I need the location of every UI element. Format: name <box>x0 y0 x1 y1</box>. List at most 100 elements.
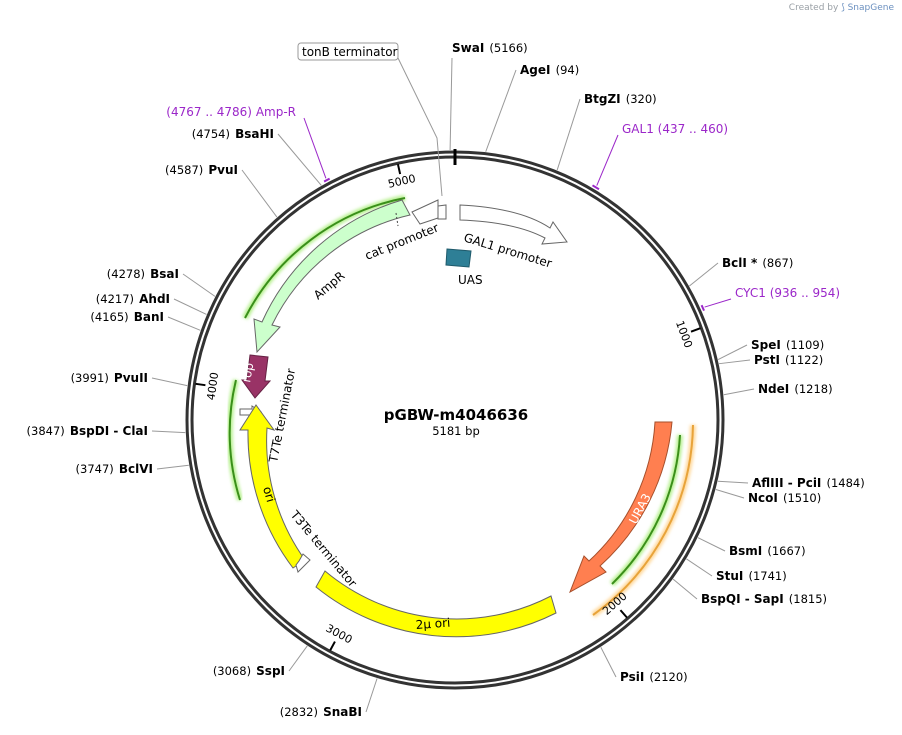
site-name: BclVI <box>119 462 153 476</box>
site-name: SwaI <box>452 41 484 55</box>
site-name: SspI <box>256 664 285 678</box>
site-position: (1667) <box>767 544 805 558</box>
site-name: SpeI <box>751 338 781 352</box>
restriction-site-label: BtgZI (320) <box>584 88 657 107</box>
site-position: (3068) <box>213 664 251 678</box>
site-leader-line <box>719 359 751 365</box>
site-name: PvuI <box>208 163 238 177</box>
site-leader-line <box>485 69 517 152</box>
restriction-site-label: (3747) BclVI <box>76 458 153 477</box>
site-position: (1218) <box>794 382 832 396</box>
primer-label: GAL1 (437 .. 460) <box>622 122 728 136</box>
primer-leader-line <box>704 298 732 308</box>
site-leader-line <box>151 377 188 387</box>
orf-rop <box>228 379 241 501</box>
site-leader-line <box>182 273 216 297</box>
restriction-site-label: BspQI - SapI (1815) <box>701 588 827 607</box>
site-leader-line <box>167 316 201 331</box>
tonb-terminator-label: tonB terminator <box>302 45 398 59</box>
site-position: (2832) <box>280 705 318 719</box>
site-leader-line <box>723 388 755 396</box>
feature-ampr <box>253 199 411 354</box>
credit-brand: SnapGene <box>847 3 894 13</box>
restriction-site-label: (3847) BspDI - ClaI <box>27 420 148 439</box>
feature-tonb-terminator <box>437 204 447 220</box>
feature-t3te-terminator <box>295 553 311 573</box>
site-name: BspQI - SapI <box>701 592 784 606</box>
primer-range: (437 .. 460) <box>658 122 728 136</box>
primer-mark <box>323 177 331 183</box>
primer-range: (936 .. 954) <box>770 286 840 300</box>
site-leader-line <box>672 578 698 600</box>
primer-label: (4767 .. 4786) Amp-R <box>166 105 296 119</box>
scale-tick <box>690 327 701 333</box>
primer-range: (4767 .. 4786) <box>166 105 252 119</box>
site-name: SnaBI <box>323 705 362 719</box>
restriction-site-label: AflIII - PciI (1484) <box>752 472 865 491</box>
scale-tick-label: 3000 <box>324 622 355 647</box>
primer-name: CYC1 <box>735 286 766 300</box>
restriction-site-label: (4587) PvuI <box>165 159 238 178</box>
site-name: PstI <box>754 353 780 367</box>
feature-ori <box>239 404 306 569</box>
orf-ura3 <box>611 434 681 585</box>
feature-ura3 <box>569 421 673 594</box>
site-name: BclI * <box>722 256 758 270</box>
site-position: (867) <box>762 256 793 270</box>
tonb-terminator-callout: tonB terminator <box>297 42 443 197</box>
primer-mark <box>591 184 600 191</box>
site-position: (2120) <box>649 670 687 684</box>
feature-uas <box>445 248 472 268</box>
label-2mu-ori: 2µ ori <box>415 616 451 632</box>
restriction-site-label: (4217) AhdI <box>96 288 170 307</box>
snapgene-credit: Created by ⟆ SnapGene <box>789 3 894 13</box>
scale-tick <box>329 641 336 651</box>
site-position: (4754) <box>192 127 230 141</box>
feature-rop <box>241 354 272 399</box>
site-leader-line <box>241 169 278 218</box>
site-leader-line <box>600 646 617 678</box>
primer-leader-line <box>303 117 327 179</box>
site-leader-line <box>697 537 726 552</box>
site-position: (1484) <box>827 476 865 490</box>
site-name: BsaI <box>150 267 179 281</box>
scale-tick <box>396 164 402 175</box>
scale-tick-label: 4000 <box>204 371 221 401</box>
restriction-site-label: AgeI (94) <box>520 59 579 78</box>
scale-tick-label: 1000 <box>673 319 695 350</box>
site-name: StuI <box>716 569 743 583</box>
site-position: (5166) <box>489 41 527 55</box>
scale-tick-label: 2000 <box>600 590 630 618</box>
plasmid-name: pGBW-m4046636 <box>384 406 528 424</box>
restriction-site-label: PsiI (2120) <box>620 666 688 685</box>
snapgene-logo-icon: ⟆ <box>841 3 845 13</box>
site-position: (94) <box>556 63 580 77</box>
restriction-site-label: (4754) BsaHI <box>192 123 274 142</box>
site-name: PsiI <box>620 670 644 684</box>
site-position: (320) <box>626 92 657 106</box>
site-leader-line <box>686 558 713 577</box>
site-position: (1122) <box>785 353 823 367</box>
plasmid-size: 5181 bp <box>432 424 480 438</box>
restriction-site-label: NdeI (1218) <box>758 378 833 397</box>
site-position: (3747) <box>76 462 114 476</box>
primer-name: Amp-R <box>256 105 296 119</box>
site-name: BsmI <box>729 544 762 558</box>
site-leader-line <box>689 262 719 287</box>
label-ori: ori <box>260 485 278 504</box>
site-position: (3991) <box>71 371 109 385</box>
restriction-site-label: PstI (1122) <box>754 349 823 368</box>
site-leader-line <box>151 430 186 434</box>
restriction-site-label: SwaI (5166) <box>452 37 528 56</box>
site-leader-line <box>715 489 745 499</box>
site-name: BspDI - ClaI <box>70 424 148 438</box>
site-position: (1109) <box>786 338 824 352</box>
label-t7te-terminator: T7Te terminator <box>266 367 298 464</box>
label-rop: rop <box>239 362 256 384</box>
restriction-site-label: (3068) SspI <box>213 660 285 679</box>
label-gal1-promoter: GAL1 promoter <box>462 230 553 270</box>
restriction-site-label: (2832) SnaBI <box>280 701 362 720</box>
site-leader-line <box>717 344 748 360</box>
site-position: (4587) <box>165 163 203 177</box>
